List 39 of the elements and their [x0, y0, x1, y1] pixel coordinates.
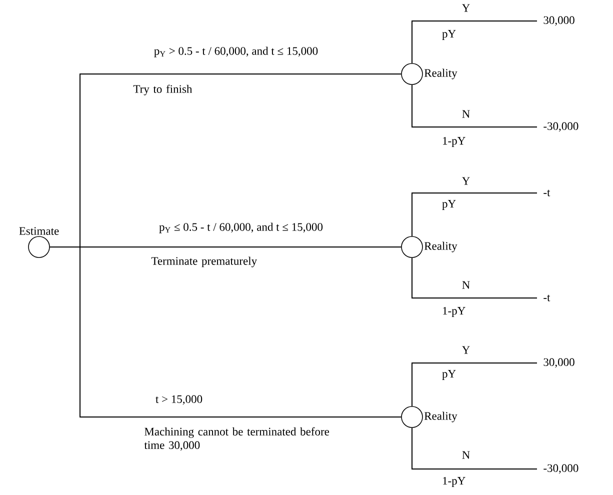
edge-label: Y [460, 176, 472, 186]
edge-label: N [460, 280, 472, 290]
payoff-value: -30,000 [544, 464, 578, 474]
branch-line [412, 427, 538, 470]
payoff-value: -t [544, 294, 550, 302]
chance-node: Estimate [19, 227, 59, 258]
edge-label: p$_{Y}$ ≤ 0.5 - t / 60,000, and t ≤ 15,000 [158, 222, 324, 234]
probability-label: 1-pY [443, 476, 466, 487]
probability-label: 1-pY [443, 136, 466, 147]
branch-line [412, 257, 538, 298]
node-label: Reality [424, 412, 458, 422]
branch-line [49, 246, 402, 418]
edge-label: Y [460, 3, 472, 13]
probability-label: pY [442, 200, 456, 210]
edge-label: N [460, 109, 472, 119]
branch-label: Terminate prematurely [151, 256, 258, 268]
branch-line [412, 362, 538, 407]
edge-label: Y [460, 345, 472, 355]
probability-label: pY [442, 30, 456, 40]
branch-line [412, 84, 538, 128]
chance-node: Reality [401, 236, 458, 258]
chance-node: Reality [401, 406, 458, 428]
node-label: Reality [424, 242, 458, 252]
probability-label: pY [442, 370, 456, 380]
branch-label: Try to finish [133, 84, 192, 96]
branch-line [412, 20, 538, 64]
chance-node: Reality [401, 63, 458, 85]
payoff-value: -30,000 [544, 122, 578, 132]
node-label: Estimate [19, 227, 59, 235]
branch-label: Machining cannot be terminated before time 30,000 [144, 427, 330, 451]
payoff-value: 30,000 [544, 358, 574, 368]
edge-label: N [460, 450, 472, 460]
edge-label: p$_{Y}$ > 0.5 - t / 60,000, and t ≤ 15,000 [152, 46, 320, 58]
branch-line [412, 192, 538, 237]
node-label: Reality [424, 68, 458, 80]
probability-label: 1-pY [443, 306, 466, 317]
payoff-value: 30,000 [544, 16, 574, 26]
payoff-value: -t [544, 190, 550, 196]
edge-label: t > 15,000 [154, 394, 204, 406]
